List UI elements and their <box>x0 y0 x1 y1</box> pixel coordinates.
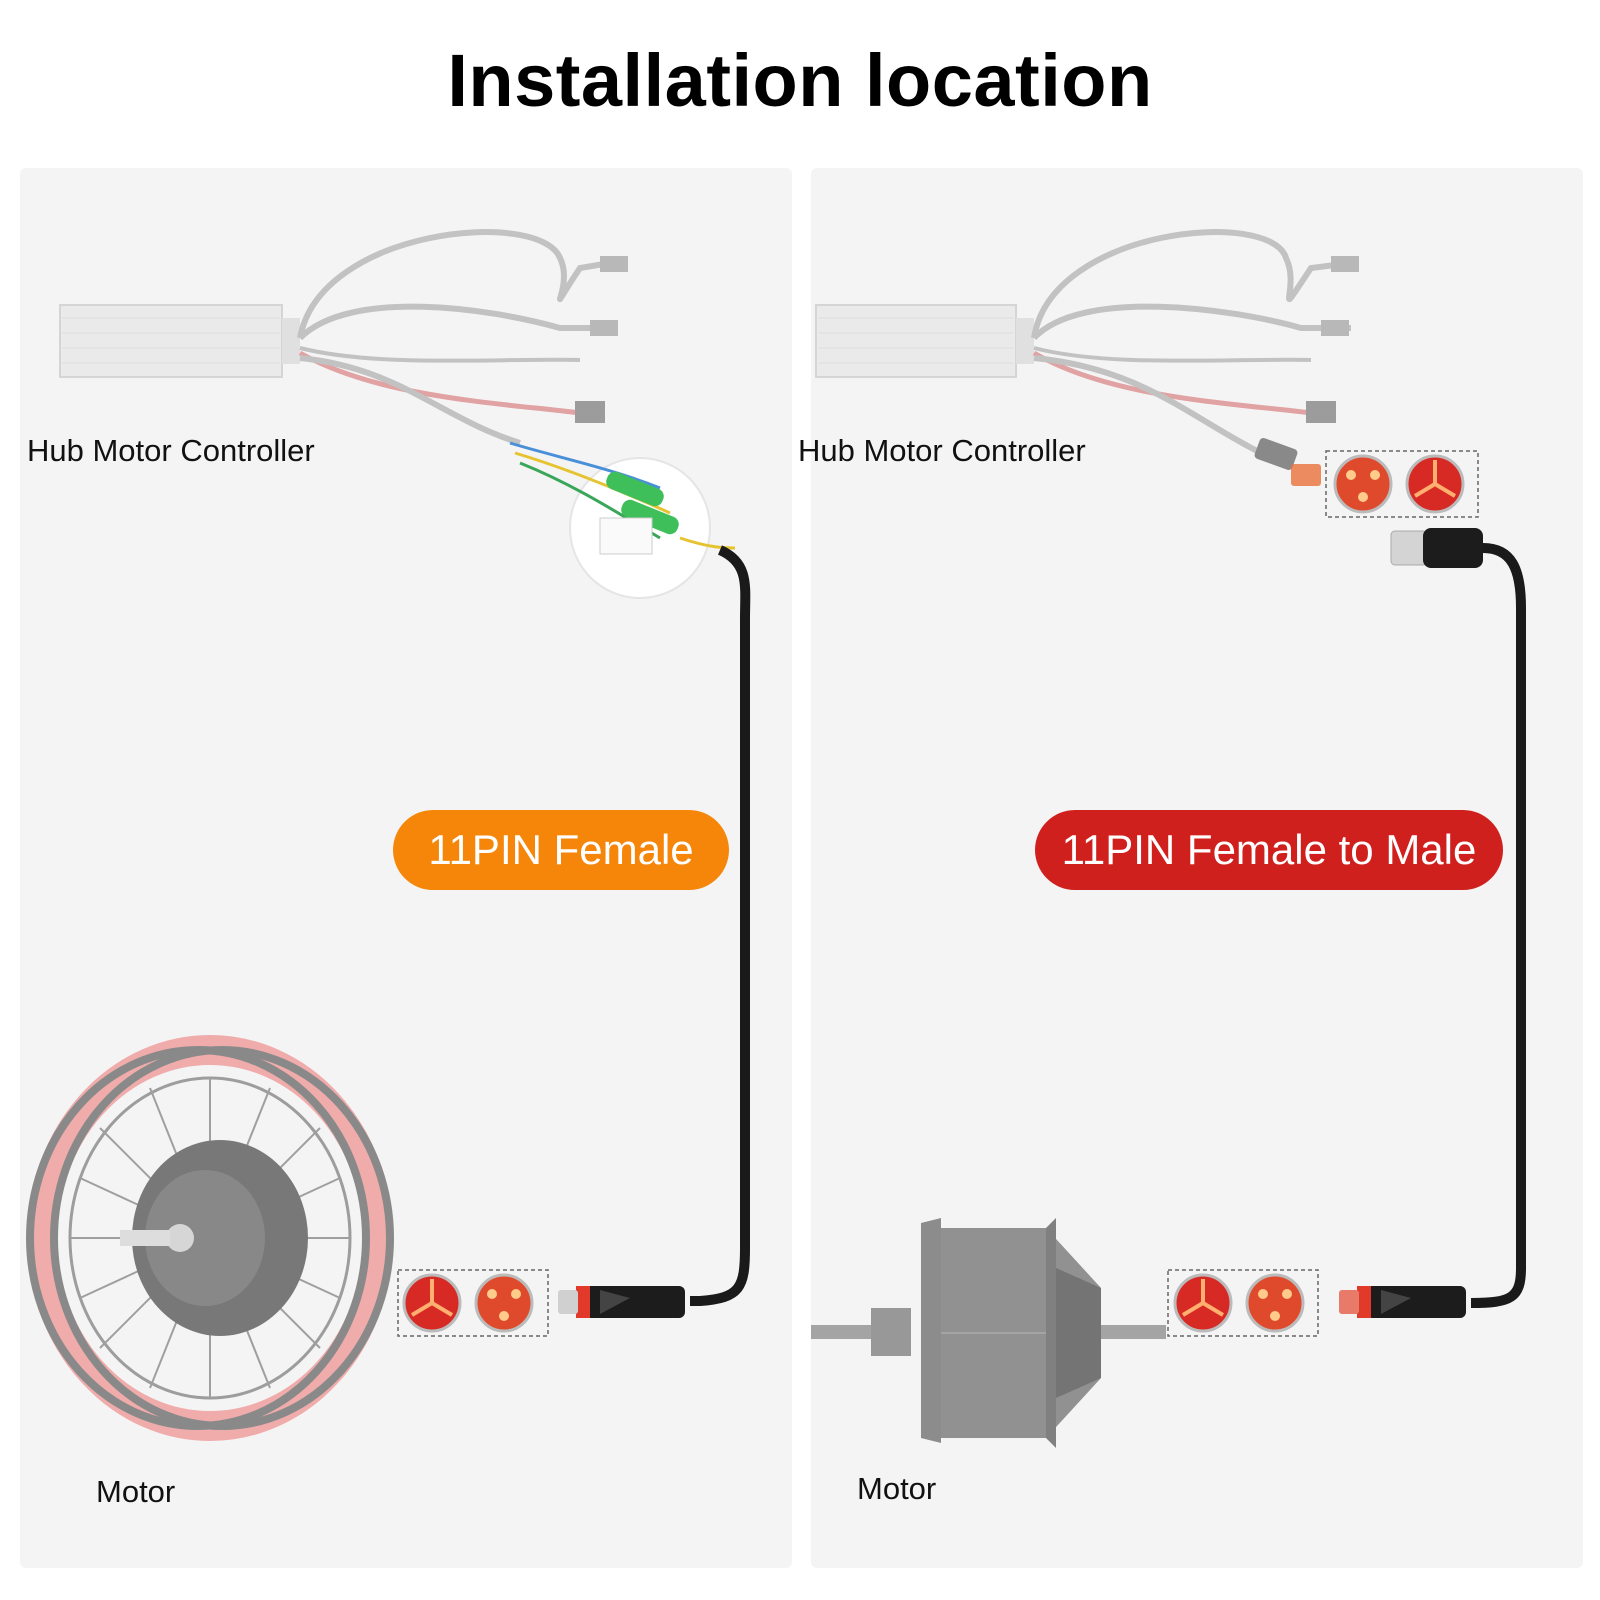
controller-image <box>59 229 628 446</box>
pin-face-images-top <box>1325 450 1479 518</box>
connector-plug-image <box>558 1286 685 1318</box>
male-connector-image <box>1390 528 1483 568</box>
cable-image <box>690 545 751 1306</box>
cable-type-badge: 11PIN Female <box>393 810 729 890</box>
motor-label: Motor <box>96 1474 176 1509</box>
panel-11pin-female-to-male: Hub Motor Controller 11PIN Female to Mal… <box>798 168 1583 1568</box>
panel-11pin-female: Hub Motor Controller 11PIN Female Motor <box>20 168 792 1568</box>
page-title: Installation location <box>447 39 1153 122</box>
pin-face-images <box>397 1269 549 1337</box>
pin-face-images-bottom <box>1167 1269 1319 1337</box>
controller-label: Hub Motor Controller <box>798 433 1086 468</box>
hub-motor-image <box>811 1218 1166 1448</box>
controller-plug-tip-image <box>1291 464 1321 486</box>
motor-label: Motor <box>857 1471 937 1506</box>
wheel-motor-image <box>26 1035 394 1441</box>
controller-label: Hub Motor Controller <box>27 433 315 468</box>
cable-type-badge: 11PIN Female to Male <box>1035 810 1503 890</box>
connector-plug-image <box>1339 1286 1466 1318</box>
controller-image <box>815 229 1359 471</box>
cable-image <box>1470 543 1526 1308</box>
wire-splice-inset-image <box>509 441 736 599</box>
